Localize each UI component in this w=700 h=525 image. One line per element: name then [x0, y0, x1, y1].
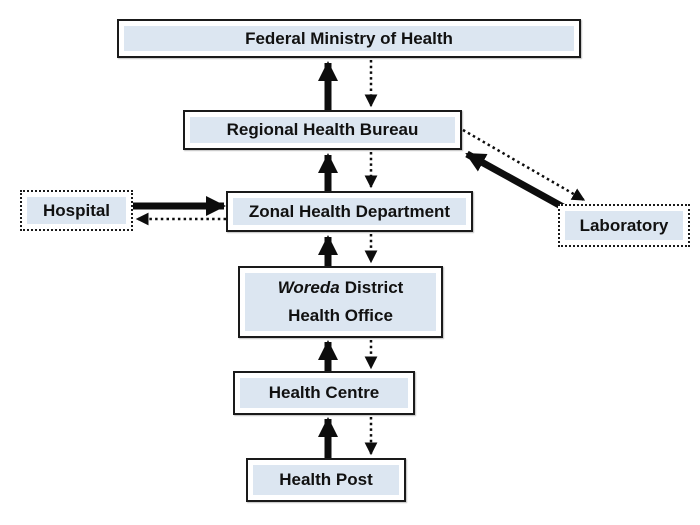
node-hospital-label: Hospital	[27, 197, 126, 224]
node-health-centre-label: Health Centre	[240, 378, 408, 408]
node-woreda-label-rest: District	[344, 277, 404, 297]
node-federal-ministry-of-health: Federal Ministry of Health	[117, 19, 581, 58]
node-woreda-label-line2: Health Office	[288, 306, 393, 325]
node-laboratory-label: Laboratory	[565, 211, 683, 240]
node-regional-label: Regional Health Bureau	[190, 117, 455, 143]
node-health-centre: Health Centre	[233, 371, 415, 415]
node-zonal-health-department: Zonal Health Department	[226, 191, 473, 232]
node-health-post-label: Health Post	[253, 465, 399, 495]
node-regional-health-bureau: Regional Health Bureau	[183, 110, 462, 150]
node-hospital: Hospital	[20, 190, 133, 231]
arrow-diagonal-laboratory-to-regional	[465, 150, 565, 211]
node-laboratory: Laboratory	[558, 204, 690, 247]
arrow-diagonal-regional-to-laboratory	[462, 128, 586, 202]
node-zonal-label: Zonal Health Department	[233, 198, 466, 225]
node-federal-label: Federal Ministry of Health	[124, 26, 574, 51]
node-woreda-label-italic: Woreda	[277, 277, 340, 297]
node-health-post: Health Post	[246, 458, 406, 502]
